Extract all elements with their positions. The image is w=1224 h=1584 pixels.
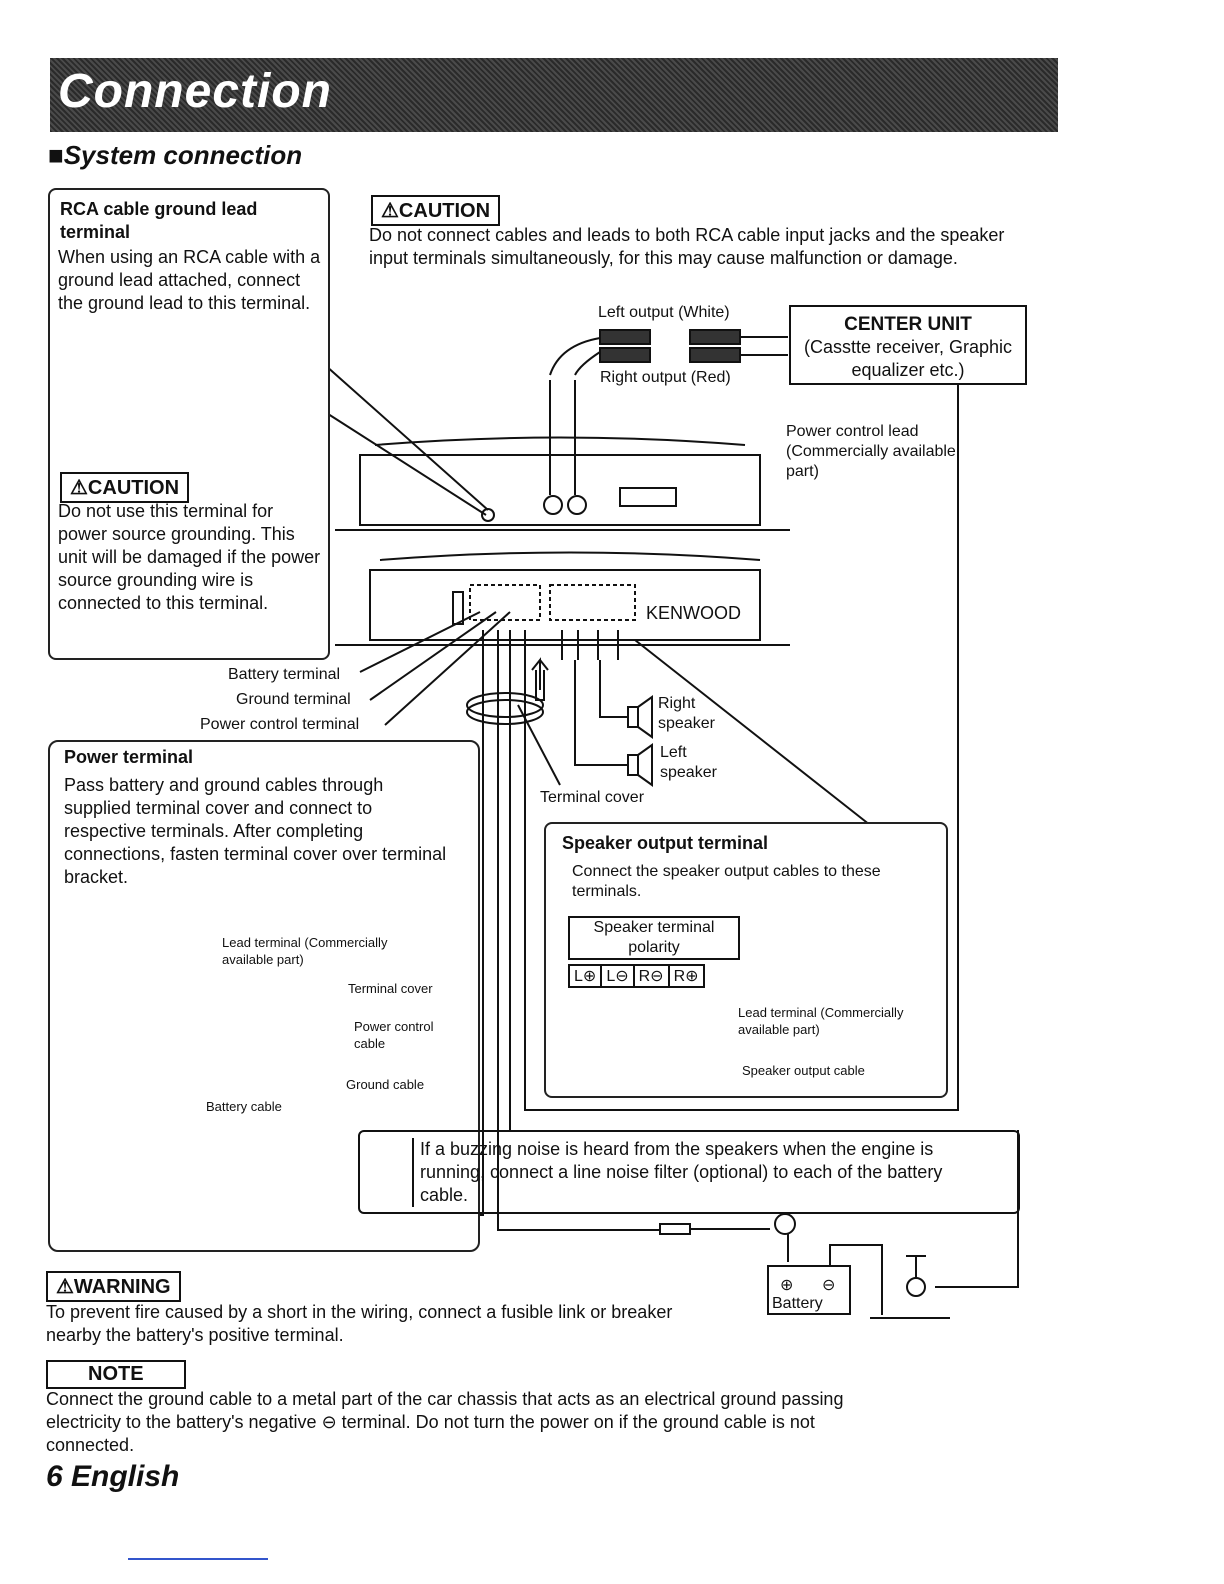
- ring-terminal-icon: [774, 1213, 796, 1235]
- left-speaker-label: Left speaker: [660, 744, 717, 781]
- noise-note-text: If a buzzing noise is heard from the spe…: [412, 1138, 980, 1207]
- rca-jack-left-icon: [543, 495, 563, 515]
- power-control-terminal-label: Power control terminal: [200, 716, 360, 733]
- amplifier-top-fins: [374, 436, 746, 446]
- power-control-lead: [524, 383, 959, 1111]
- battery-minus-label: ⊖: [822, 1277, 836, 1294]
- power-terminal-block: [469, 584, 541, 621]
- amplifier-front-body: [369, 569, 761, 641]
- note-label: NOTE: [46, 1360, 186, 1389]
- rca-ground-box: RCA cable ground lead terminal When usin…: [48, 188, 330, 660]
- rca-plug-right-icon: [599, 347, 651, 363]
- rca-jack-right-icon: [567, 495, 587, 515]
- center-unit-title: CENTER UNIT: [844, 314, 972, 335]
- center-unit-subtitle: (Casstte receiver, Graphic equalizer etc…: [803, 337, 1013, 380]
- polarity-cell: L⊕: [567, 964, 603, 988]
- speaker-input-connector: [619, 487, 677, 507]
- battery-icon: [767, 1265, 851, 1315]
- ground-terminal-label: Ground terminal: [236, 691, 351, 708]
- speaker-callout-line: [634, 639, 871, 826]
- power-control-lead-label: Power control lead (Commercially availab…: [786, 423, 956, 480]
- speaker-output-cable-label: Speaker output cable: [742, 1063, 865, 1078]
- warning-label: ⚠WARNING: [46, 1271, 181, 1302]
- terminal-cover-ring-icon: [466, 699, 544, 725]
- ground-screw-icon: [481, 508, 495, 522]
- page-title: Connection: [58, 65, 332, 118]
- power-terminal-text: Pass battery and ground cables through s…: [64, 775, 447, 887]
- left-output-label: Left output (White): [598, 304, 730, 321]
- fuse-holder-icon: [659, 1223, 691, 1235]
- section-heading: ■System connection: [48, 140, 303, 170]
- rca-caution-label: ⚠CAUTION: [60, 472, 190, 503]
- left-speaker-icon: [627, 754, 639, 776]
- inset-battery-cable-label: Battery cable: [206, 1099, 282, 1114]
- page-number: 6 English: [46, 1460, 180, 1493]
- battery-label: Battery: [772, 1295, 823, 1312]
- fuse-icon: [452, 591, 464, 625]
- battery-terminal-label: Battery terminal: [228, 666, 341, 683]
- polarity-cell: R⊕: [667, 964, 705, 988]
- rca-ground-text: When using an RCA cable with a ground le…: [58, 247, 321, 313]
- speaker-output-text: Connect the speaker output cables to the…: [572, 863, 881, 900]
- rca-plug-left-icon: [599, 329, 651, 345]
- noise-note-box: If a buzzing noise is heard from the spe…: [358, 1130, 1020, 1214]
- battery-plus-label: ⊕: [780, 1277, 794, 1294]
- left-speaker-wire: [574, 660, 628, 766]
- inset-lead-terminal-label: Lead terminal (Commercially available pa…: [222, 935, 388, 967]
- rca-cable-left-route: [549, 337, 601, 376]
- power-terminal-title: Power terminal: [64, 747, 194, 767]
- terminal-cover-label: Terminal cover: [540, 789, 645, 806]
- amplifier-front-fins: [379, 551, 761, 561]
- rca-caution-text: Do not use this terminal for power sourc…: [58, 501, 321, 613]
- right-speaker-label: Right speaker: [658, 695, 715, 732]
- main-caution-text: Do not connect cables and leads to both …: [369, 225, 1005, 268]
- brand-label: KENWOOD: [646, 603, 742, 623]
- speaker-output-box: Speaker output terminal Connect the spea…: [544, 822, 948, 1098]
- inset-terminal-cover-label: Terminal cover: [348, 981, 433, 996]
- polarity-title: Speaker terminal polarity: [593, 919, 715, 956]
- speaker-output-title: Speaker output terminal: [562, 833, 769, 853]
- speaker-terminal-block: [549, 584, 636, 621]
- title-banner: Connection: [50, 58, 1058, 132]
- inset-power-control-label: Power control cable: [354, 1019, 434, 1051]
- right-output-label: Right output (Red): [600, 369, 731, 386]
- ground-screw-bottom-icon: [906, 1277, 926, 1297]
- center-unit-box: CENTER UNIT (Casstte receiver, Graphic e…: [789, 305, 1027, 385]
- polarity-cell: R⊖: [632, 964, 670, 988]
- polarity-cell: L⊖: [600, 964, 635, 988]
- right-speaker-wire: [599, 660, 628, 718]
- footer-rule: [128, 1558, 268, 1560]
- main-caution-label: ⚠CAUTION: [371, 195, 501, 226]
- rca-ground-title: RCA cable ground lead terminal: [60, 199, 258, 242]
- speaker-lead-terminal-label: Lead terminal (Commercially available pa…: [738, 1005, 904, 1037]
- right-speaker-icon: [627, 706, 639, 728]
- terminal-cover-pointer: [517, 704, 561, 786]
- inset-ground-cable-label: Ground cable: [346, 1077, 425, 1092]
- warning-text: To prevent fire caused by a short in the…: [46, 1302, 673, 1345]
- note-text: Connect the ground cable to a metal part…: [46, 1389, 844, 1455]
- polarity-box: Speaker terminal polarity: [568, 916, 740, 960]
- power-terminal-box: Power terminal Pass battery and ground c…: [48, 740, 480, 1252]
- amplifier-top-body: [359, 454, 761, 526]
- polarity-table: L⊕ L⊖ R⊖ R⊕: [567, 964, 705, 988]
